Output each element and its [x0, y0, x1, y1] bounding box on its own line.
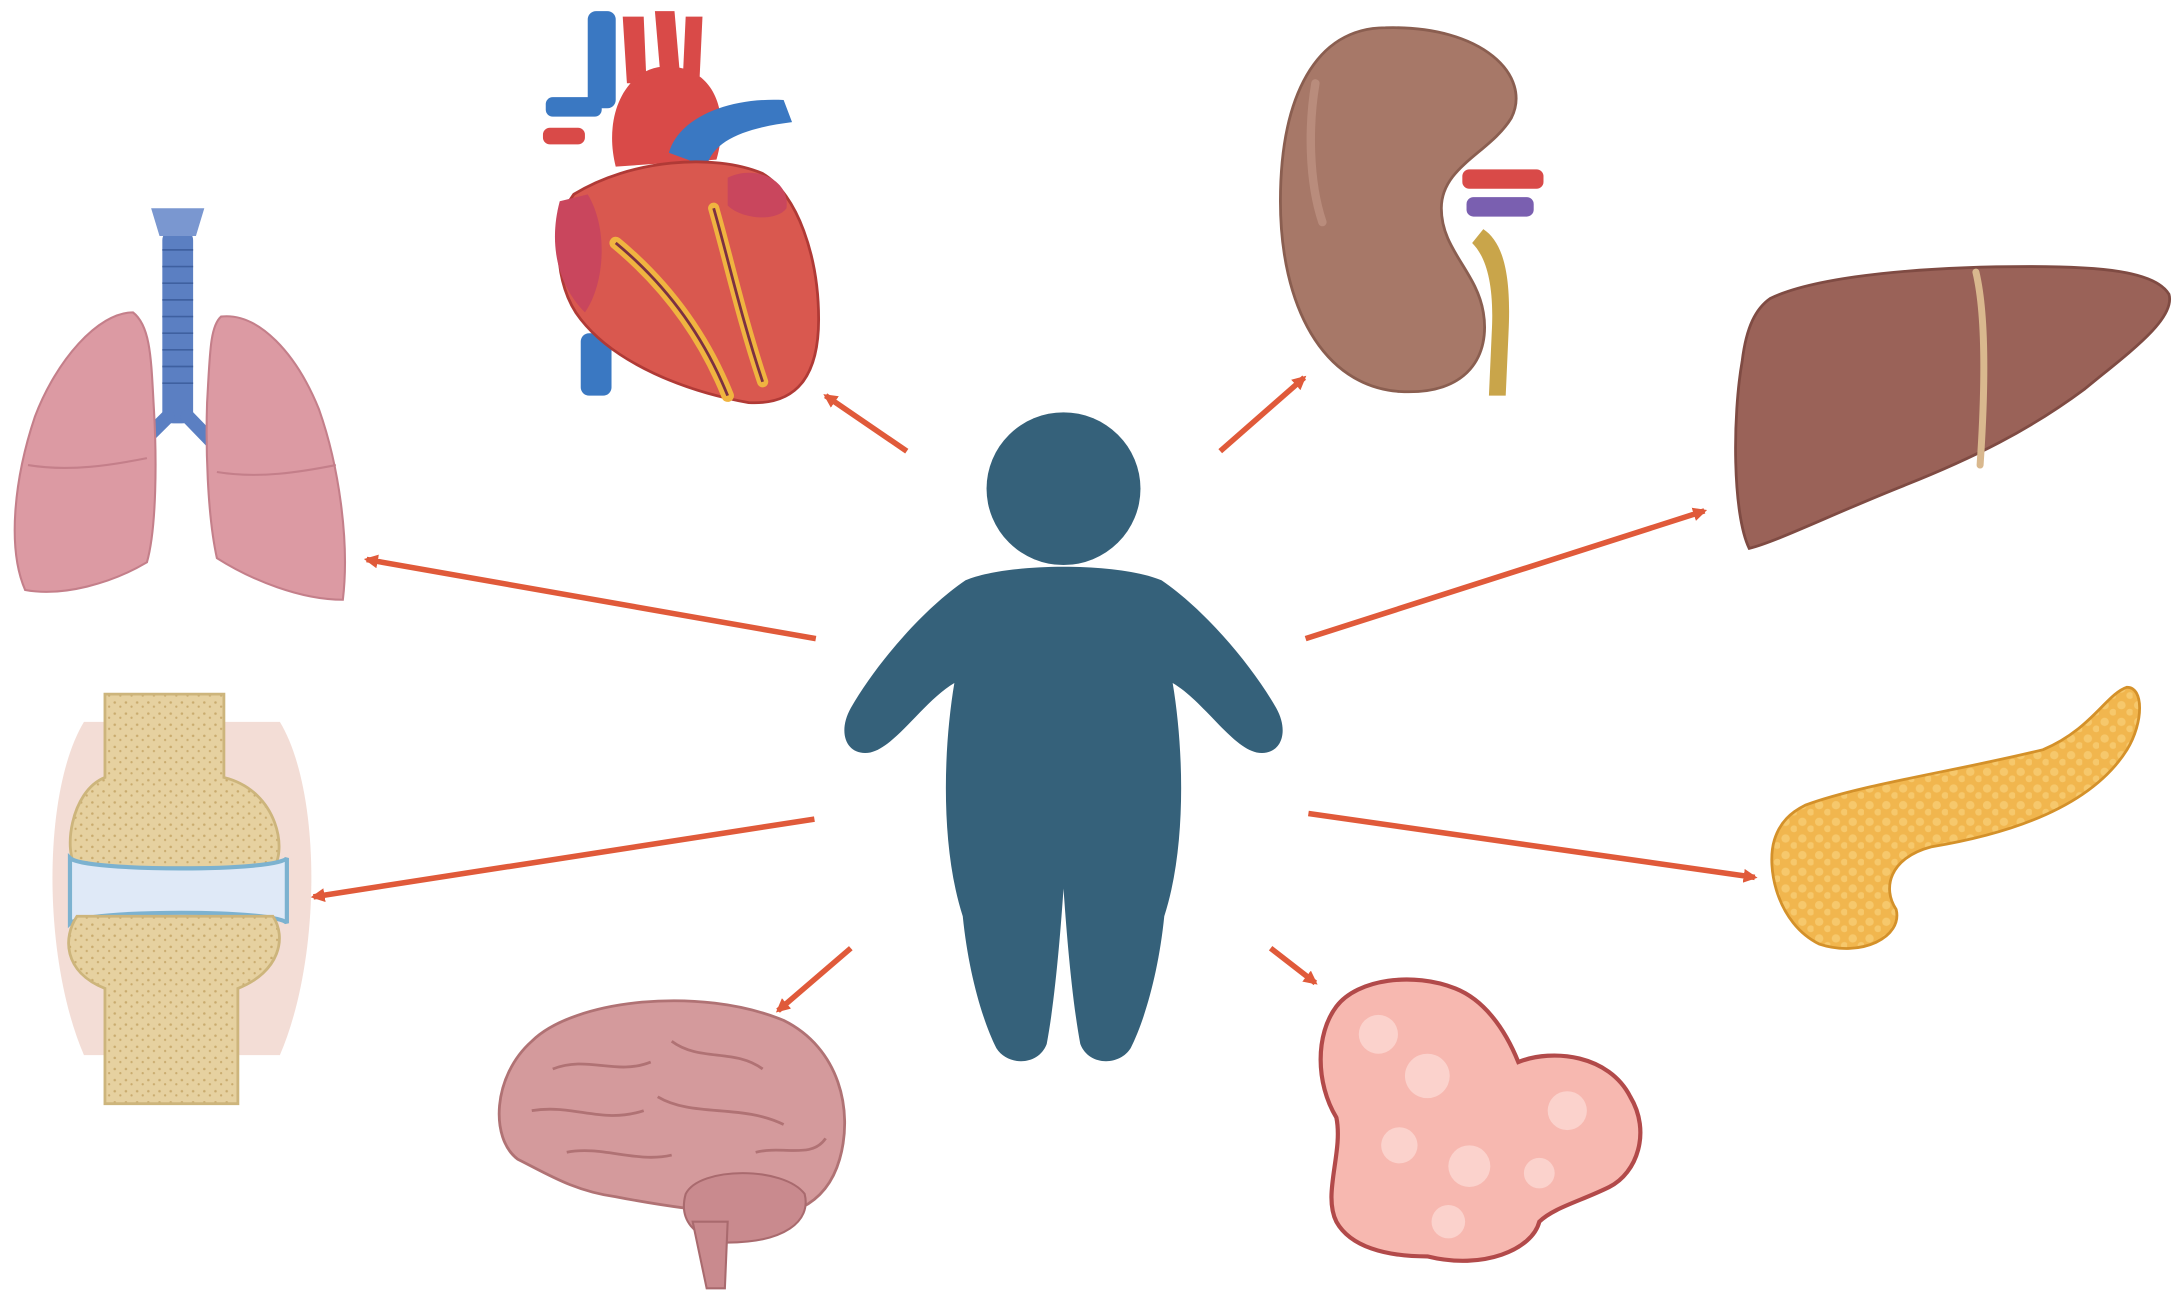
liver-icon	[1736, 267, 2170, 549]
person-silhouette-icon	[844, 412, 1282, 1061]
adipose-tissue-icon	[1321, 980, 1641, 1261]
arrow-to-lungs	[367, 559, 816, 638]
arrow-to-liver	[1306, 511, 1705, 639]
arrow-to-brain	[778, 948, 851, 1010]
knee-joint-icon	[52, 694, 311, 1104]
arrow-to-pancreas	[1308, 814, 1754, 878]
arrow-to-joint	[313, 819, 814, 897]
arrow-to-kidney	[1220, 378, 1304, 452]
pancreas-icon	[1772, 687, 2140, 948]
heart-icon	[543, 11, 819, 403]
lungs-icon	[15, 208, 345, 600]
kidney-icon	[1280, 28, 1543, 396]
brain-icon	[499, 1001, 844, 1289]
arrow-to-adipose	[1271, 948, 1316, 983]
arrow-to-heart	[826, 396, 907, 452]
